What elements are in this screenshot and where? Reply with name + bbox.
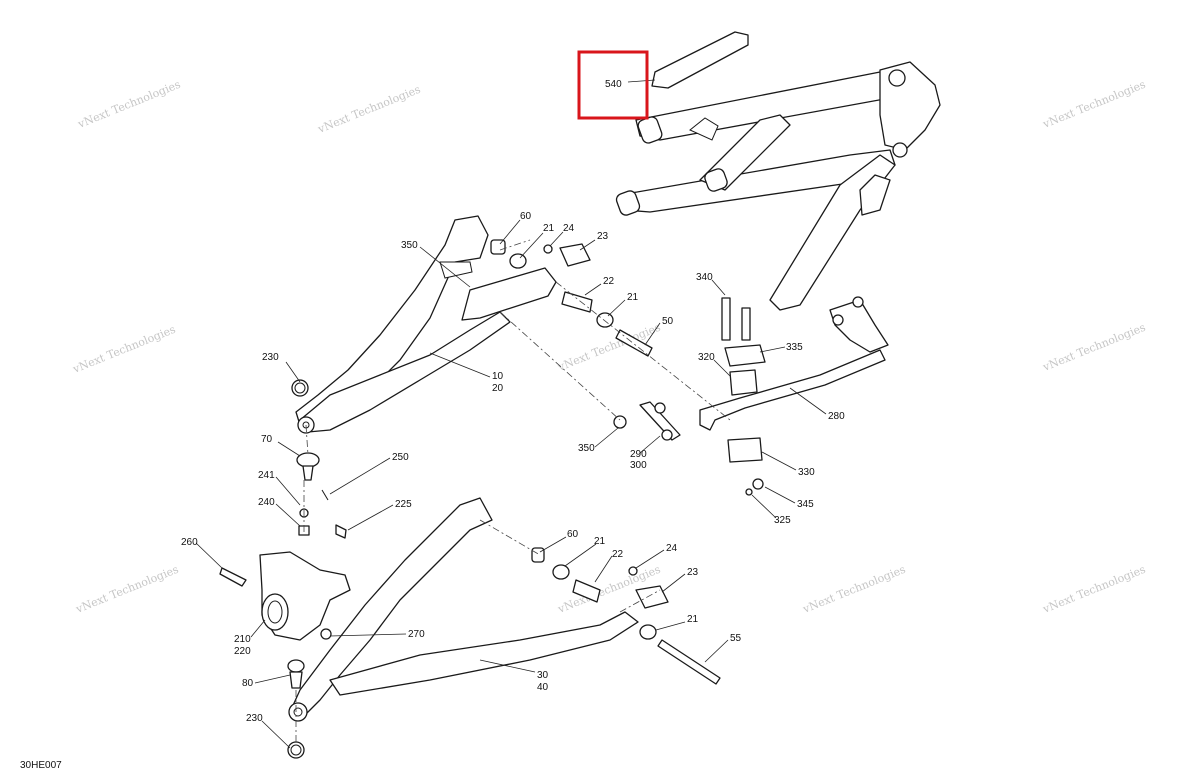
- callout-20: 20: [492, 383, 504, 394]
- callout-22: 22: [603, 276, 615, 287]
- callouts: 540 60 21 24 23 350 22 21 50 230 10 20 7…: [181, 79, 845, 724]
- callout-60: 60: [567, 529, 579, 540]
- callout-55: 55: [730, 633, 742, 644]
- callout-23: 23: [597, 231, 609, 242]
- callout-340: 340: [696, 272, 713, 283]
- callout-280: 280: [828, 411, 845, 422]
- callout-350: 350: [578, 443, 595, 454]
- callout-335: 335: [786, 342, 803, 353]
- callout-21: 21: [594, 536, 606, 547]
- highlight-box-540: [577, 50, 649, 120]
- callout-60: 60: [520, 211, 532, 222]
- watermark: vNext Technologies: [1040, 563, 1147, 616]
- watermark: vNext Technologies: [75, 78, 182, 131]
- watermark: vNext Technologies: [315, 83, 422, 136]
- lower-a-arm: [287, 497, 639, 759]
- upper-a-arm: [295, 215, 557, 434]
- callout-225: 225: [395, 499, 412, 510]
- watermark: vNext Technologies: [70, 323, 177, 376]
- leader-lines: [195, 79, 827, 749]
- callout-270: 270: [408, 629, 425, 640]
- callout-24: 24: [666, 543, 678, 554]
- callout-220: 220: [234, 646, 251, 657]
- upper-arm-hardware: [291, 239, 653, 397]
- watermark: vNext Technologies: [800, 563, 907, 616]
- callout-50: 50: [662, 316, 674, 327]
- callout-540: 540: [605, 79, 622, 90]
- callout-230: 230: [262, 352, 279, 363]
- callout-330: 330: [798, 467, 815, 478]
- callout-350: 350: [401, 240, 418, 251]
- callout-30: 30: [537, 670, 549, 681]
- callout-320: 320: [698, 352, 715, 363]
- callout-80: 80: [242, 678, 254, 689]
- rear-frame-assembly: [615, 31, 941, 311]
- diagram-code: 30HE007: [20, 760, 62, 771]
- callout-290: 290: [630, 449, 647, 460]
- callout-10: 10: [492, 371, 504, 382]
- callout-21: 21: [627, 292, 639, 303]
- callout-240: 240: [258, 497, 275, 508]
- callout-24: 24: [563, 223, 575, 234]
- watermark: vNext Technologies: [1040, 321, 1147, 374]
- callout-300: 300: [630, 460, 647, 471]
- callout-241: 241: [258, 470, 275, 481]
- assembly-lines: [295, 239, 731, 745]
- callout-230: 230: [246, 713, 263, 724]
- callout-260: 260: [181, 537, 198, 548]
- callout-210: 210: [234, 634, 251, 645]
- callout-250: 250: [392, 452, 409, 463]
- watermark: vNext Technologies: [73, 563, 180, 616]
- callout-21: 21: [543, 223, 555, 234]
- callout-21: 21: [687, 614, 699, 625]
- watermark: vNext Technologies: [1040, 78, 1147, 131]
- callout-22: 22: [612, 549, 624, 560]
- callout-345: 345: [797, 499, 814, 510]
- lower-arm-hardware: [531, 547, 721, 685]
- watermarks: vNext Technologies vNext Technologies vN…: [70, 78, 1147, 616]
- callout-325: 325: [774, 515, 791, 526]
- callout-23: 23: [687, 567, 699, 578]
- knuckle-assembly: [219, 452, 351, 689]
- callout-70: 70: [261, 434, 273, 445]
- callout-40: 40: [537, 682, 549, 693]
